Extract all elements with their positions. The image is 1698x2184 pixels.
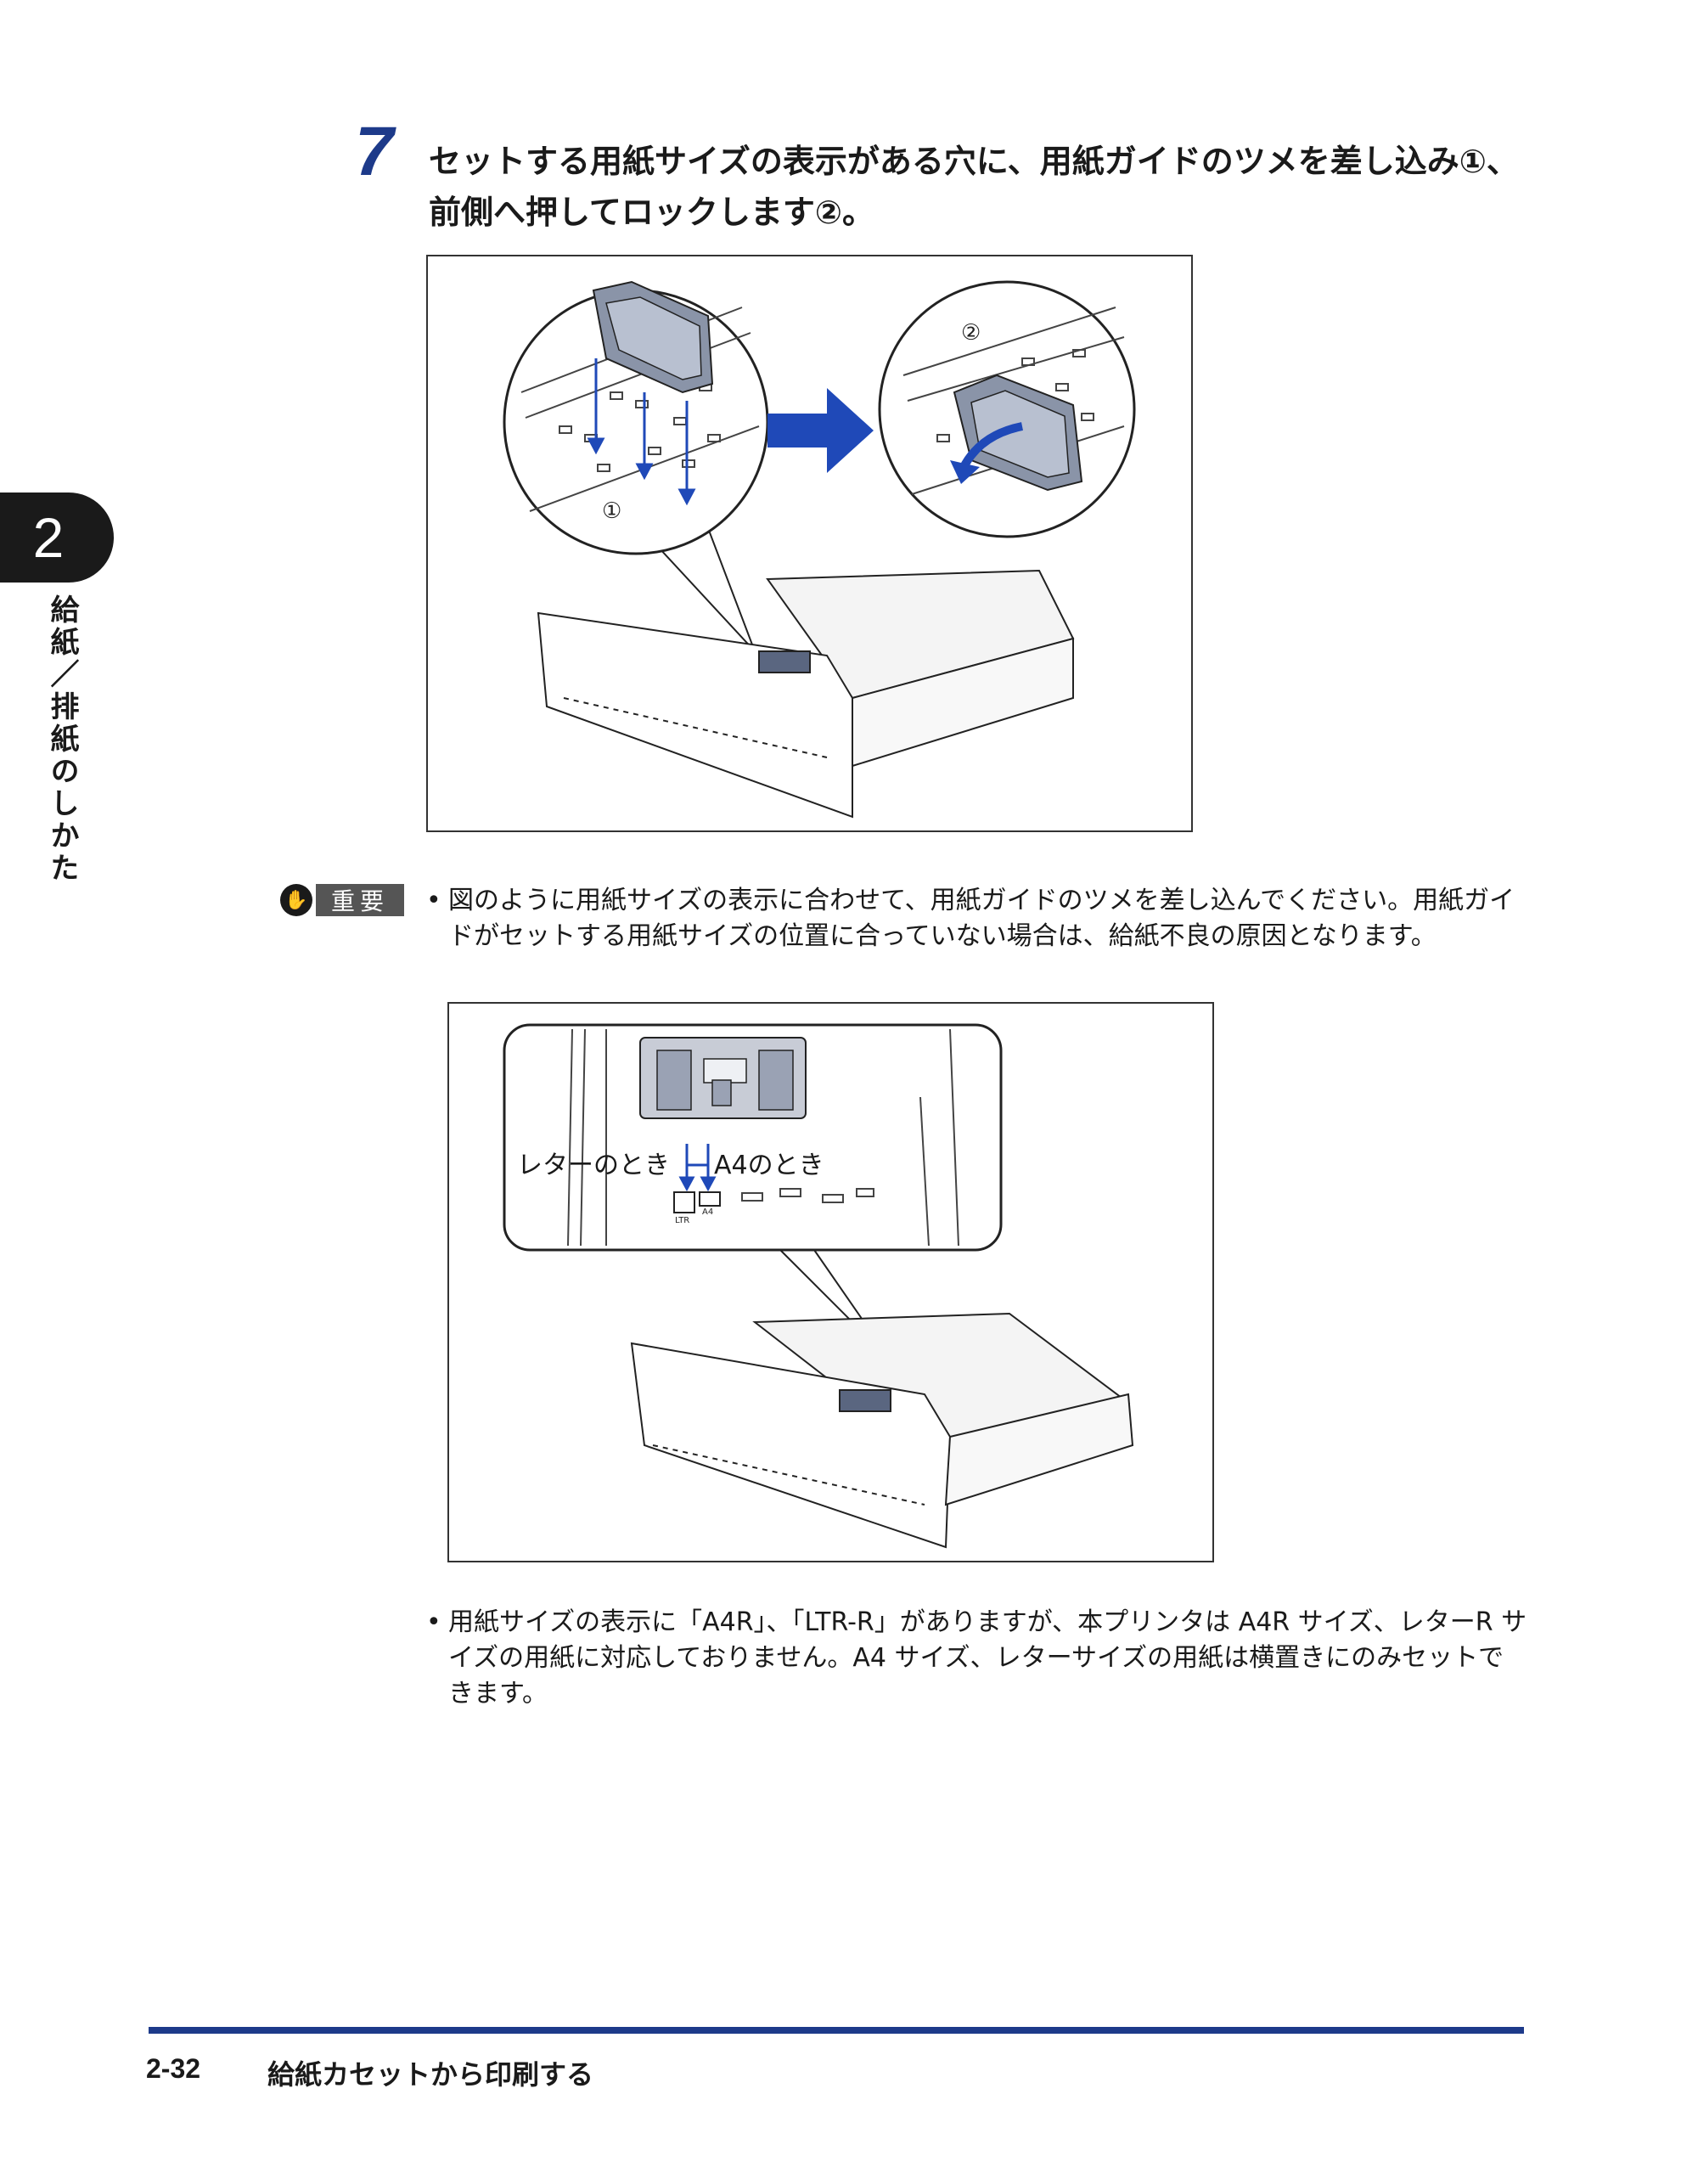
hand-icon: ✋ <box>280 884 312 916</box>
important-note-1: 図のように用紙サイズの表示に合わせて、用紙ガイドのツメを差し込んでください。用紙… <box>424 883 1528 954</box>
important-label: 重要 <box>316 884 405 916</box>
tray-detail <box>567 1028 959 1247</box>
slot-a4 <box>699 1191 721 1207</box>
label-letter-size: レターのとき <box>517 1151 670 1180</box>
insert-arrows <box>587 358 696 506</box>
footer-rule <box>149 2027 1524 2034</box>
important-badge: ✋ 重要 <box>280 883 405 917</box>
paper-cassette-drawing <box>630 1312 1134 1549</box>
important-note-2: 用紙サイズの表示に「A4R」、「LTR-R」がありますが、本プリンタは A4R … <box>424 1605 1528 1712</box>
magnify-panel <box>503 1023 1003 1252</box>
push-lock-arrow <box>959 422 1024 471</box>
paper-guide-left <box>592 280 714 394</box>
paper-guide <box>639 1037 807 1119</box>
illustration-size-marks: レターのとき A4のとき LTR A4 <box>503 1023 1134 1549</box>
paper-cassette-drawing <box>537 569 1075 819</box>
step-instruction: セットする用紙サイズの表示がある穴に、用紙ガイドのツメを差し込み①、前側へ押して… <box>429 143 1519 231</box>
figure-guide-insert: ① ② <box>426 255 1193 832</box>
illustration-guide-insert: ① ② <box>503 280 1136 819</box>
step-number: 7 <box>355 113 394 190</box>
transition-arrow <box>767 388 874 473</box>
paper-guide-right <box>953 374 1083 492</box>
callout-number-2: ② <box>961 320 981 346</box>
section-title: 給紙カセットから印刷する <box>267 2058 594 2091</box>
page-number: 2-32 <box>146 2053 201 2084</box>
slot-a4-label: A4 <box>702 1207 713 1217</box>
figure-size-marks: レターのとき A4のとき LTR A4 <box>447 1002 1214 1562</box>
label-a4-size: A4のとき <box>714 1151 824 1180</box>
chapter-title: 給紙／排紙のしかた <box>45 594 79 885</box>
callout-number-1: ① <box>602 498 621 524</box>
slot-indicator-lines <box>678 1144 717 1192</box>
slot-ltr <box>673 1191 695 1213</box>
slot-ltr-label: LTR <box>675 1216 689 1225</box>
chapter-tab: 2 <box>0 493 114 583</box>
